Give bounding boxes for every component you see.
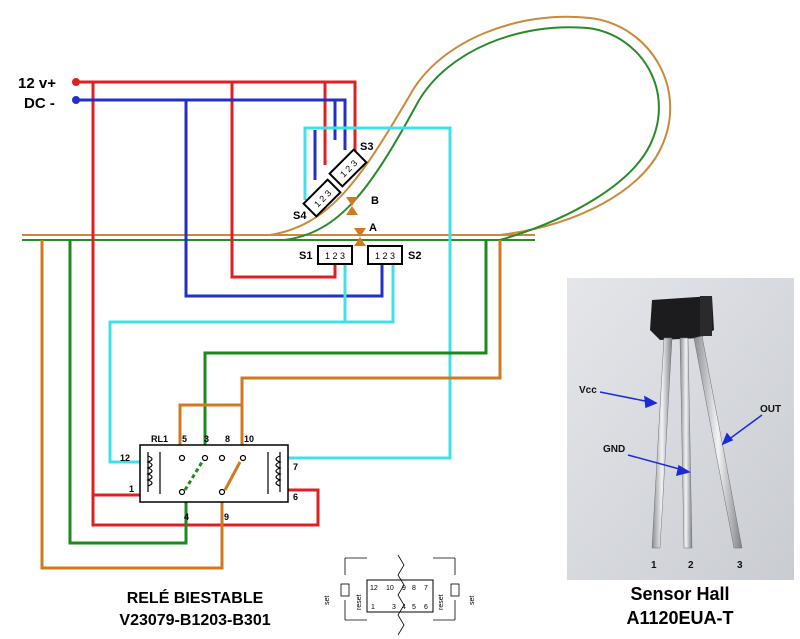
sensor-vcc-label: Vcc	[579, 385, 597, 396]
pinout-top-3: 8	[412, 585, 416, 592]
v-plus-label: 12 v+	[18, 75, 56, 92]
sensor-leg-3: 3	[737, 560, 743, 571]
sensor-leg-2: 2	[688, 560, 694, 571]
relay-pin-4: 4	[184, 512, 189, 522]
relay-contacts	[178, 454, 247, 496]
relay-coil-left	[146, 452, 161, 494]
pinout-top-2: 9	[402, 585, 406, 592]
relay-pin-3: 3	[204, 434, 209, 444]
relay-switch-orange	[223, 461, 242, 491]
sensor-title-line2: A1120EUA-T	[626, 608, 734, 628]
switch-s2: 1 2 3 S2	[367, 245, 421, 265]
sensor-out-label: OUT	[760, 404, 781, 415]
pinout-top-4: 7	[424, 585, 428, 592]
power-terminals: 12 v+ DC -	[18, 75, 80, 112]
relay-name: RL1	[151, 434, 168, 444]
relay-pin-7: 7	[293, 462, 298, 472]
pinout-top-0: 12	[370, 585, 378, 592]
sensor-leg-1: 1	[651, 560, 657, 571]
pinout-bottom-1: 3	[392, 604, 396, 611]
relay-pin-5: 5	[182, 434, 187, 444]
blue-wires	[76, 98, 384, 298]
pinout-bottom-2: 4	[402, 604, 406, 611]
pinout-set-left: set	[324, 596, 331, 605]
point-b-label: B	[371, 195, 379, 207]
pinout-bottom-3: 5	[412, 604, 416, 611]
cyan-wires	[108, 126, 452, 464]
orange-wires	[40, 240, 502, 570]
relay-pin-1: 1	[129, 484, 134, 494]
relay-title-line1: RELÉ BIESTABLE	[126, 590, 264, 607]
red-wires	[76, 80, 357, 527]
point-a: A	[354, 222, 377, 246]
switch-s4-label: S4	[293, 210, 307, 222]
switch-s2-label: S2	[408, 250, 421, 262]
switch-s3-label: S3	[360, 141, 373, 153]
switch-s1-label: S1	[299, 250, 312, 262]
pinout-bottom-4: 6	[424, 604, 428, 611]
relay-switch-green	[183, 461, 204, 491]
relay-rl1: RL1 12 5 3 8 10 1 7 4 9 6	[120, 434, 298, 522]
switch-s3: 1 2 3	[328, 148, 368, 188]
switch-s1-pins: 1 2 3	[325, 251, 345, 261]
switch-s1: 1 2 3 S1	[299, 245, 353, 265]
hall-sensor-photo: Vcc GND OUT 1 2 3	[567, 278, 794, 580]
sensor-title-line1: Sensor Hall	[630, 584, 730, 604]
pinout-set-right: set	[469, 596, 476, 605]
relay-pinout-diagram: 12 10 9 8 7 1 3 4 5 6 set reset reset se…	[324, 554, 476, 636]
point-b: B	[346, 195, 379, 215]
sensor-gnd-label: GND	[603, 444, 625, 455]
switch-s4: 1 2 3	[302, 178, 342, 218]
relay-pin-12: 12	[120, 453, 130, 463]
relay-pin-9: 9	[224, 512, 229, 522]
relay-pin-10: 10	[244, 434, 254, 444]
pinout-reset-right: reset	[438, 594, 445, 610]
pinout-top-1: 10	[386, 585, 394, 592]
relay-pin-8: 8	[225, 434, 230, 444]
point-a-label: A	[369, 222, 377, 234]
switch-s2-pins: 1 2 3	[375, 251, 395, 261]
dc-minus-label: DC -	[24, 95, 55, 112]
relay-coil-right	[267, 452, 282, 494]
pinout-reset-left: reset	[356, 594, 363, 610]
relay-pin-6: 6	[293, 492, 298, 502]
pinout-bottom-0: 1	[371, 604, 375, 611]
relay-title-line2: V23079-B1203-B301	[119, 612, 271, 629]
